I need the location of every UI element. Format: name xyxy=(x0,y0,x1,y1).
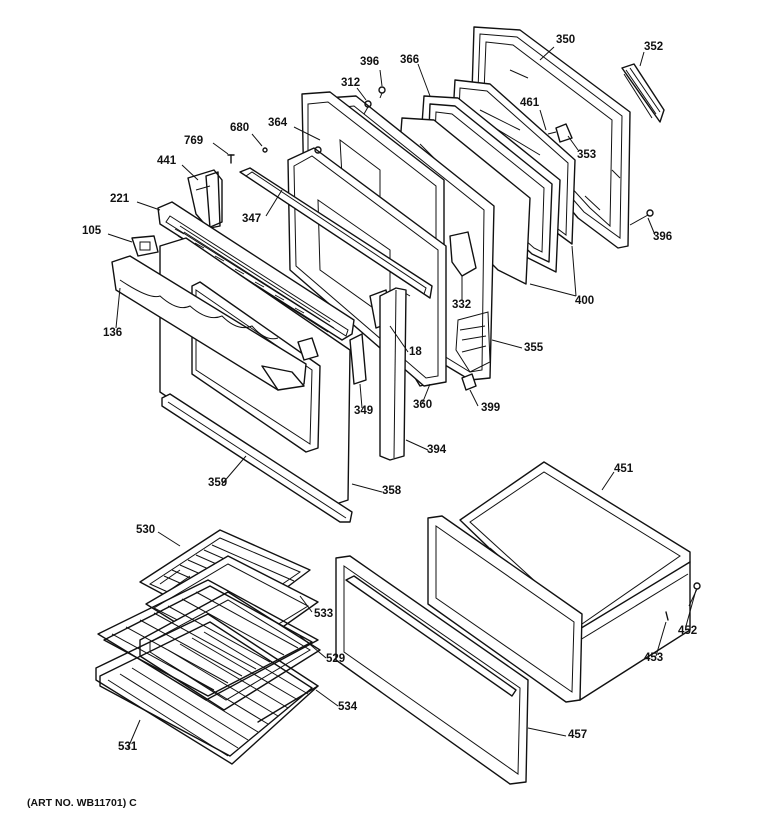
part-label-366: 366 xyxy=(400,54,420,66)
bracket-353 xyxy=(547,123,573,143)
screws-769-680 xyxy=(227,147,268,164)
part-label-394: 394 xyxy=(427,444,447,456)
part-label-350: 350 xyxy=(556,34,576,46)
part-label-529: 529 xyxy=(326,653,346,665)
part-label-360: 360 xyxy=(413,399,433,411)
part-label-312: 312 xyxy=(341,77,361,89)
oven-rack-531 xyxy=(95,613,319,765)
part-label-359: 359 xyxy=(208,477,228,489)
art-number-caption: (ART NO. WB11701) C xyxy=(27,797,137,809)
part-label-399: 399 xyxy=(481,402,501,414)
part-label-530: 530 xyxy=(136,524,156,536)
part-label-358: 358 xyxy=(382,485,402,497)
part-label-461: 461 xyxy=(520,97,540,109)
part-label-364: 364 xyxy=(268,117,288,129)
drawer-side-panel xyxy=(427,515,583,703)
part-label-136: 136 xyxy=(103,327,123,339)
hinge-bracket-441 xyxy=(187,169,223,229)
vent-rail-347 xyxy=(239,167,433,299)
part-label-352: 352 xyxy=(644,41,664,53)
part-label-332: 332 xyxy=(452,299,472,311)
part-label-533: 533 xyxy=(314,608,334,620)
part-label-769: 769 xyxy=(184,135,204,147)
broiler-pan-bottom-529 xyxy=(139,555,321,711)
part-label-355: 355 xyxy=(524,342,544,354)
part-label-349: 349 xyxy=(354,405,374,417)
leader-lines xyxy=(107,46,697,749)
drawer-front-457 xyxy=(335,555,529,785)
badge-105 xyxy=(131,235,159,257)
door-handle-136 xyxy=(111,255,307,391)
part-label-441: 441 xyxy=(157,155,177,167)
part-label-347: 347 xyxy=(242,213,262,225)
screw-396-right xyxy=(629,209,654,226)
part-label-680: 680 xyxy=(230,122,250,134)
clip-399 xyxy=(461,373,477,391)
part-label-18: 18 xyxy=(409,346,422,358)
part-label-396-top: 396 xyxy=(360,56,380,68)
part-label-105: 105 xyxy=(82,225,102,237)
screws-top-312-396 xyxy=(314,86,386,154)
part-label-451: 451 xyxy=(614,463,634,475)
bottom-trim-359 xyxy=(161,393,353,523)
part-label-396-right: 396 xyxy=(653,231,673,243)
part-label-534: 534 xyxy=(338,701,358,713)
part-label-531: 531 xyxy=(118,741,138,753)
part-label-453: 453 xyxy=(644,652,664,664)
part-label-353: 353 xyxy=(577,149,597,161)
part-label-452: 452 xyxy=(678,625,698,637)
part-label-400: 400 xyxy=(575,295,595,307)
handle-trim-piece xyxy=(621,63,665,123)
part-label-457: 457 xyxy=(568,729,588,741)
part-label-221: 221 xyxy=(110,193,130,205)
side-channel-394 xyxy=(379,287,407,461)
side-trim-349 xyxy=(349,333,367,385)
